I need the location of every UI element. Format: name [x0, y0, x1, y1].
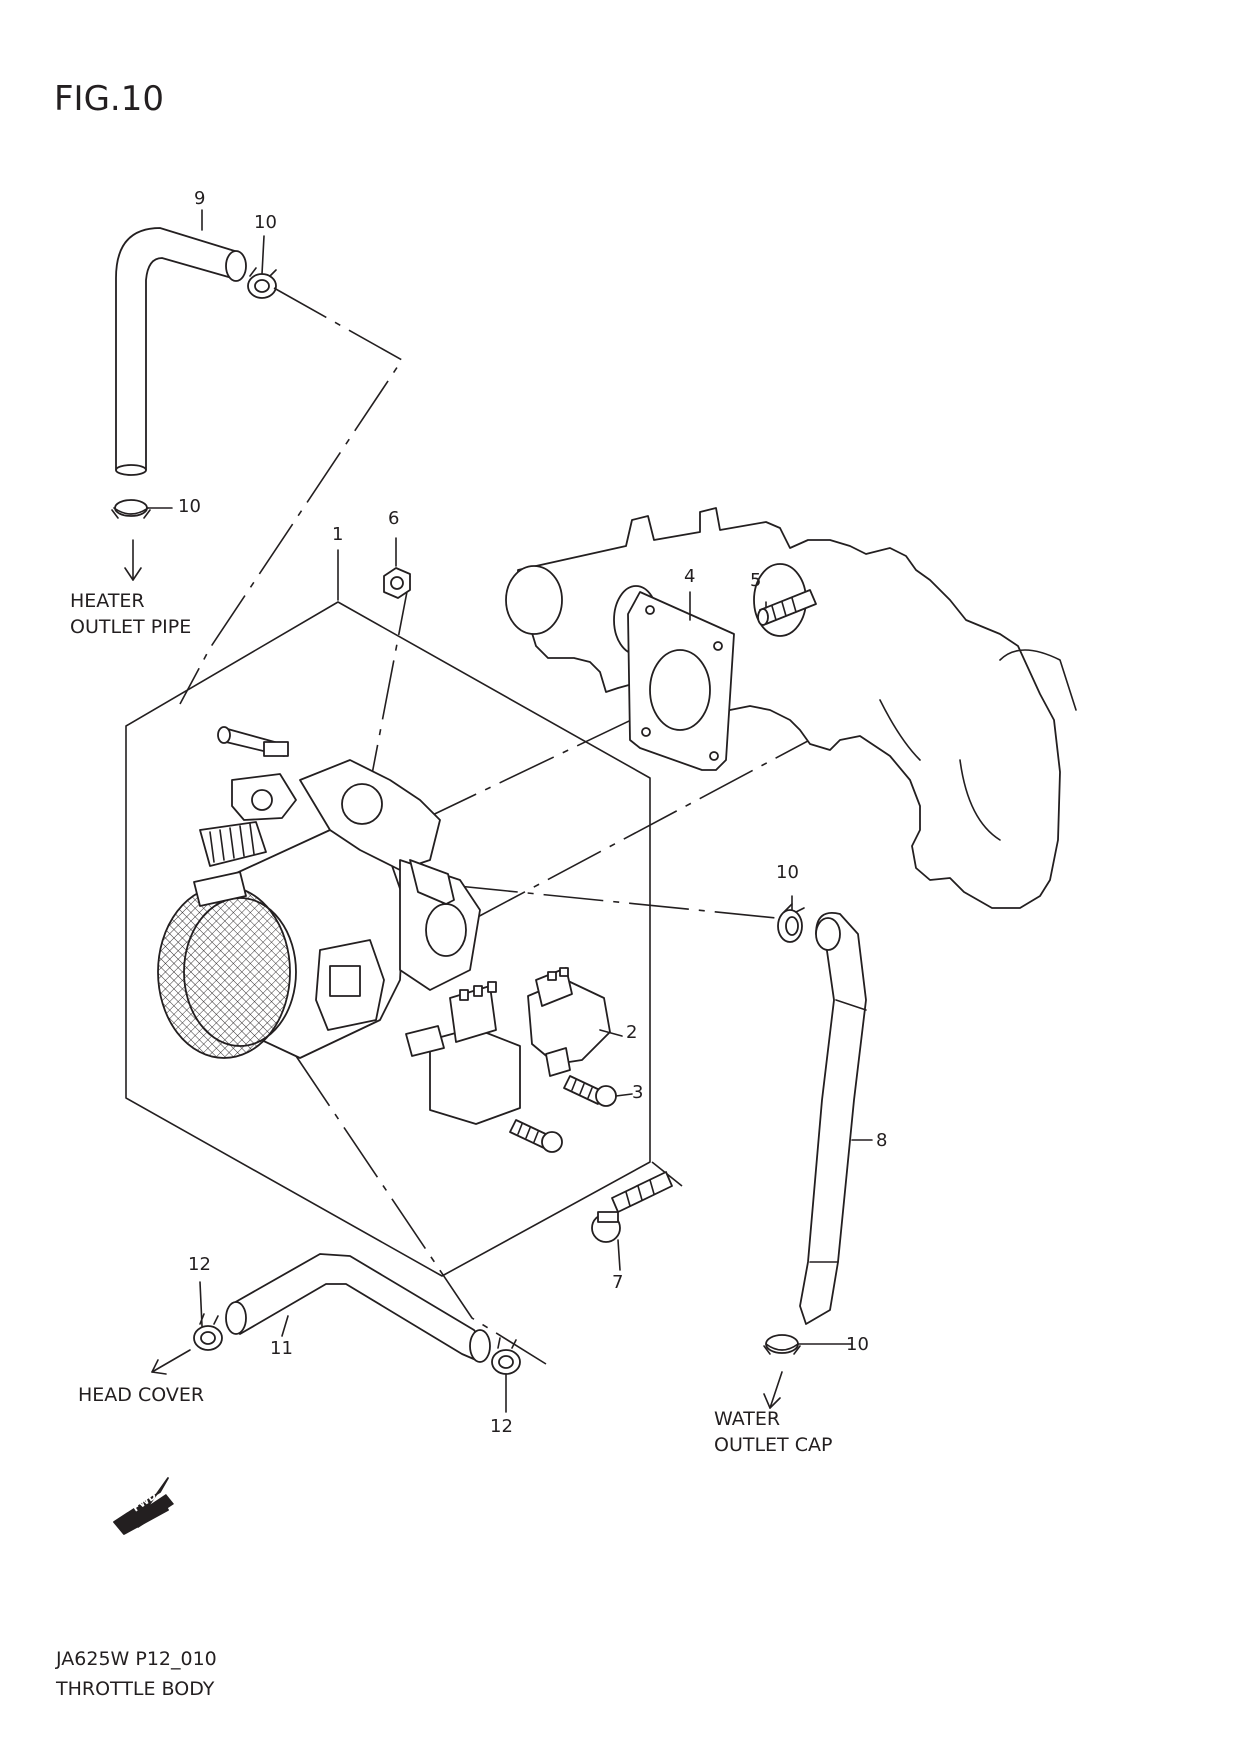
water-arrow	[763, 1371, 783, 1409]
hose-11	[225, 1253, 491, 1363]
figure-title: FIG.10	[54, 79, 165, 119]
callout-9: 9	[194, 188, 206, 209]
head-cover-label: HEAD COVER	[78, 1384, 205, 1406]
callout-12-right: 12	[490, 1416, 513, 1437]
callout-10-water-bottom: 10	[846, 1334, 869, 1355]
stud-5	[757, 589, 817, 626]
guide-head-cover	[295, 1055, 547, 1365]
figure-code: JA625W P12_010	[56, 1648, 217, 1670]
heater-label-line1: HEATER	[70, 590, 145, 612]
clamp-10-top	[247, 267, 277, 299]
throttle-body	[157, 726, 481, 1059]
clamp-12-left	[193, 1313, 223, 1351]
water-label-line2: OUTLET CAP	[714, 1434, 833, 1456]
head-cover-arrow	[151, 1349, 191, 1375]
guide-gasket-bottom	[471, 725, 837, 921]
callout-2: 2	[626, 1022, 638, 1043]
guide-heater	[179, 287, 404, 705]
heater-arrow	[124, 539, 142, 581]
callout-12-left: 12	[188, 1254, 211, 1275]
heater-label-line2: OUTLET PIPE	[70, 616, 192, 638]
callout-8: 8	[876, 1130, 888, 1151]
callout-10-heater: 10	[178, 496, 201, 517]
clamp-10-water-bottom	[763, 1334, 801, 1355]
intake-manifold	[505, 507, 1077, 909]
hose-8	[799, 912, 867, 1325]
clamp-12-right	[491, 1337, 521, 1375]
hose-9	[115, 227, 247, 476]
callout-6: 6	[388, 508, 400, 529]
figure-name: THROTTLE BODY	[56, 1678, 215, 1700]
sensor-2	[527, 967, 611, 1077]
callout-5: 5	[750, 570, 762, 591]
callout-1: 1	[332, 524, 344, 545]
callout-7: 7	[612, 1272, 624, 1293]
fwd-arrow-icon	[113, 1477, 174, 1535]
callout-3: 3	[632, 1082, 644, 1103]
guide-water	[457, 885, 777, 919]
clamp-10-water-top	[777, 903, 805, 943]
bolt-7	[591, 1171, 673, 1243]
nut-6	[383, 567, 411, 599]
leader-lines	[147, 209, 873, 1413]
assembly-outline	[125, 601, 651, 1277]
clamp-10-heater	[111, 499, 151, 519]
callout-11: 11	[270, 1338, 293, 1359]
gasket-4	[627, 591, 735, 771]
callout-10-water-top: 10	[776, 862, 799, 883]
screw-lower	[509, 1119, 563, 1153]
callout-10-top: 10	[254, 212, 277, 233]
callout-4: 4	[684, 566, 696, 587]
throttle-spring	[199, 821, 267, 867]
water-label-line1: WATER	[714, 1408, 781, 1430]
sensor-connector	[405, 981, 521, 1125]
screw-3	[563, 1075, 617, 1107]
